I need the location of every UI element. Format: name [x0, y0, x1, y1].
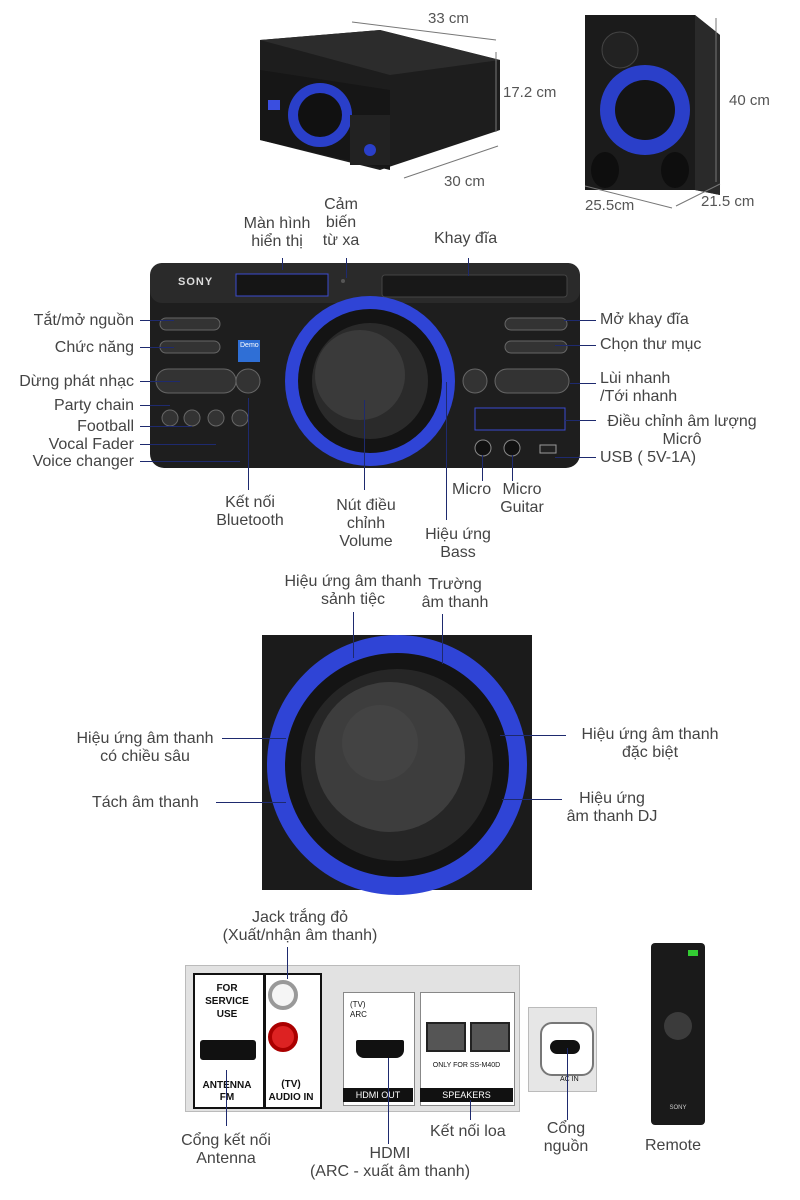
vocal-fader-label: Vocal Fader — [48, 436, 134, 453]
micro-guitar-label: Micro Guitar — [500, 481, 544, 516]
hdmi-port — [356, 1040, 404, 1058]
leader-special — [500, 735, 566, 736]
leader-micro — [482, 455, 483, 481]
leader-mic-volume — [565, 420, 596, 421]
main-height-label: 17.2 cm — [503, 84, 557, 101]
leader-sensor — [346, 258, 347, 278]
leader-bass — [446, 382, 447, 520]
depth-label: Hiệu ứng âm thanh có chiều sâu — [76, 730, 214, 765]
leader-tray — [468, 258, 469, 276]
sound-field-label: Trường âm thanh — [421, 576, 489, 611]
leader-party — [140, 405, 170, 406]
demo-badge: Demo — [240, 342, 259, 349]
power-label: Tắt/mở nguồn — [33, 312, 134, 329]
leader-folder — [555, 345, 596, 346]
leader-usb — [555, 457, 596, 458]
hdmi-out-text: HDMI OUT — [343, 1088, 413, 1102]
speaker-depth-label: 21.5 cm — [701, 193, 755, 210]
mic-volume-label: Điều chỉnh âm lượng Micrô — [607, 413, 757, 448]
open-tray-label: Mở khay đĩa — [600, 311, 689, 328]
remote-green-btn — [688, 950, 698, 956]
speaker-width-label: 25.5cm — [585, 197, 635, 214]
tv-arc-text: (TV) ARC — [350, 1000, 367, 1019]
folder-label: Chọn thư mục — [600, 336, 702, 353]
leader-guitar — [512, 455, 513, 481]
seek-label: Lùi nhanh /Tới nhanh — [600, 370, 678, 405]
bluetooth-label: Kết nối Bluetooth — [216, 494, 284, 529]
leader-jack — [287, 947, 288, 979]
for-service-text: FOR SERVICE USE — [205, 983, 249, 1020]
leader-open-tray — [564, 320, 596, 321]
leader-seek — [570, 383, 596, 384]
party-chain-label: Party chain — [53, 397, 134, 414]
speaker-image — [585, 15, 720, 195]
sensor-label: Cảm biến từ xa — [322, 196, 360, 249]
only-for-text: ONLY FOR SS-M40D — [432, 1062, 501, 1069]
hdmi-label: HDMI (ARC - xuất âm thanh) — [309, 1145, 471, 1180]
separation-label: Tách âm thanh — [92, 794, 199, 811]
leader-vocal — [140, 444, 216, 445]
micro-label: Micro — [452, 481, 492, 498]
leader-power — [140, 320, 174, 321]
leader-volume — [364, 400, 365, 490]
tray-label: Khay đĩa — [434, 230, 498, 247]
leader-depth — [222, 738, 286, 739]
leader-party-dial — [353, 612, 354, 658]
stop-label: Dừng phát nhạc — [19, 373, 134, 390]
leader-bluetooth — [248, 398, 249, 490]
jack-label: Jack trắng đỏ (Xuất/nhận âm thanh) — [222, 909, 378, 944]
party-dial-label: Hiệu ứng âm thanh sảnh tiệc — [284, 573, 422, 608]
function-label: Chức năng — [54, 339, 134, 356]
leader-display — [282, 258, 283, 270]
leader-hdmi — [388, 1058, 389, 1144]
power-plug-shape — [550, 1040, 580, 1054]
antenna-label: Cổng kết nối Antenna — [181, 1132, 271, 1167]
antenna-port — [200, 1040, 256, 1060]
dimension-lines — [351, 18, 721, 209]
leader-speakers — [470, 1100, 471, 1120]
display-label: Màn hình hiển thị — [243, 215, 311, 250]
main-depth-label: 30 cm — [444, 173, 485, 190]
dial-image — [262, 635, 532, 895]
bass-label: Hiệu ứng Bass — [425, 526, 491, 561]
front-panel-image — [150, 263, 580, 468]
leader-stop — [140, 381, 180, 382]
remote-dpad — [664, 1012, 692, 1040]
leader-football — [140, 426, 192, 427]
power-inlet-label: Cổng nguồn — [543, 1120, 589, 1155]
leader-sound-field — [442, 614, 443, 664]
remote-label: Remote — [645, 1137, 702, 1154]
leader-power-inlet — [567, 1048, 568, 1120]
leader-voice — [140, 461, 240, 462]
volume-label: Nút điều chỉnh Volume — [336, 497, 396, 550]
voice-changer-label: Voice changer — [32, 453, 134, 470]
dj-label: Hiệu ứng âm thanh DJ — [566, 790, 658, 825]
main-unit-image — [260, 30, 500, 170]
leader-antenna — [226, 1070, 227, 1126]
leader-dj — [502, 799, 562, 800]
main-width-label: 33 cm — [428, 10, 469, 27]
speaker-height-label: 40 cm — [729, 92, 770, 109]
leader-function — [140, 347, 174, 348]
leader-separation — [216, 802, 286, 803]
ac-in-text: AC IN — [560, 1076, 579, 1083]
remote-brand: SONY — [669, 1105, 687, 1111]
football-label: Football — [77, 418, 134, 435]
special-label: Hiệu ứng âm thanh đặc biệt — [581, 726, 719, 761]
tv-audio-in-text: (TV) AUDIO IN — [268, 1079, 314, 1103]
antenna-fm-text: ANTENNA FM — [196, 1080, 258, 1104]
red-jack — [268, 1022, 298, 1052]
speakers-label: Kết nối loa — [430, 1123, 506, 1140]
speakers-tag-text: SPEAKERS — [420, 1088, 513, 1102]
speaker-port-r — [426, 1022, 466, 1052]
usb-label: USB ( 5V-1A) — [600, 449, 697, 466]
brand-logo: SONY — [178, 276, 214, 288]
white-jack — [268, 980, 298, 1010]
speaker-port-l — [470, 1022, 510, 1052]
